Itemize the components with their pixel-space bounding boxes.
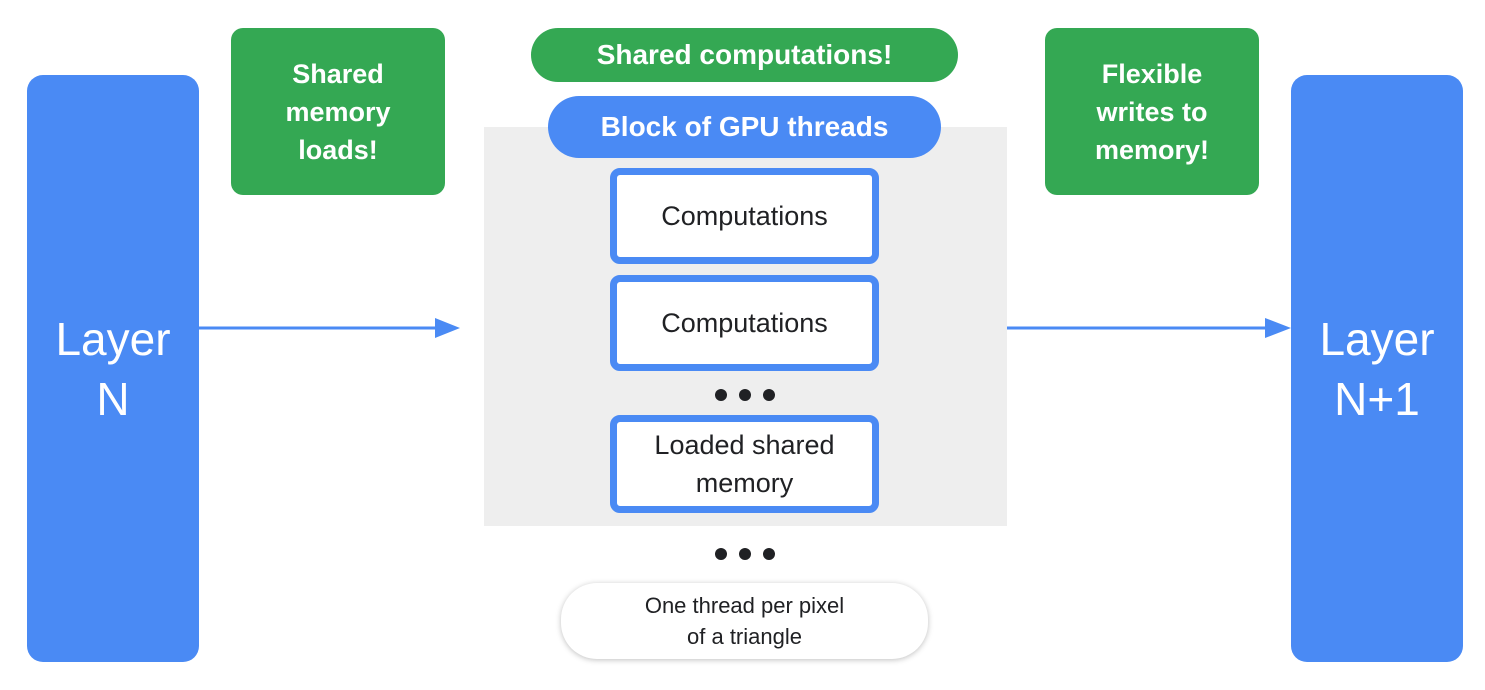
computation-box-2: Computations [610,275,879,371]
ellipsis-dots-outer [715,548,775,560]
layer-n-plus-1-label-line2: N+1 [1334,372,1420,425]
flexible-writes-line2: writes to [1096,96,1208,127]
shared-memory-loads-callout: Shared memory loads! [231,28,445,195]
layer-n-label-line2: N [96,372,130,425]
thread-per-pixel-note: One thread per pixel of a triangle [561,583,928,659]
ellipsis-dots-inner [715,389,775,401]
layer-n-plus-1-label-line1: Layer [1319,312,1435,365]
loaded-shared-memory-line1: Loaded shared [654,430,835,460]
computation-box-2-label: Computations [661,308,828,338]
flexible-writes-callout: Flexible writes to memory! [1045,28,1259,195]
dot [739,389,751,401]
dot [739,548,751,560]
loaded-shared-memory-line2: memory [695,468,794,498]
dot [763,548,775,560]
computation-box-1-label: Computations [661,201,828,231]
flexible-writes-line3: memory! [1094,134,1210,165]
shared-computations-callout: Shared computations! [531,28,958,82]
gpu-block-label: Block of GPU threads [600,111,889,142]
shared-computations-label: Shared computations! [596,39,893,70]
dot [715,548,727,560]
layer-n-plus-1-box: Layer N+1 [1291,75,1463,662]
dot [715,389,727,401]
dot [763,389,775,401]
shared-memory-loads-line2: memory [285,96,391,127]
layer-n-box: Layer N [27,75,199,662]
arrow-layer-n-to-gpu-block [199,318,460,338]
layer-n-label-line1: Layer [55,312,171,365]
flexible-writes-line1: Flexible [1101,58,1203,89]
shared-memory-loads-line3: loads! [298,134,378,165]
gpu-block-label-pill: Block of GPU threads [548,96,941,158]
computation-box-1: Computations [610,168,879,264]
loaded-shared-memory-box: Loaded shared memory [610,415,879,513]
shared-memory-loads-line1: Shared [292,58,384,89]
thread-per-pixel-line1: One thread per pixel [644,593,845,618]
thread-per-pixel-line2: of a triangle [687,624,802,649]
arrow-gpu-block-to-layer-n-plus-1 [1007,318,1291,338]
